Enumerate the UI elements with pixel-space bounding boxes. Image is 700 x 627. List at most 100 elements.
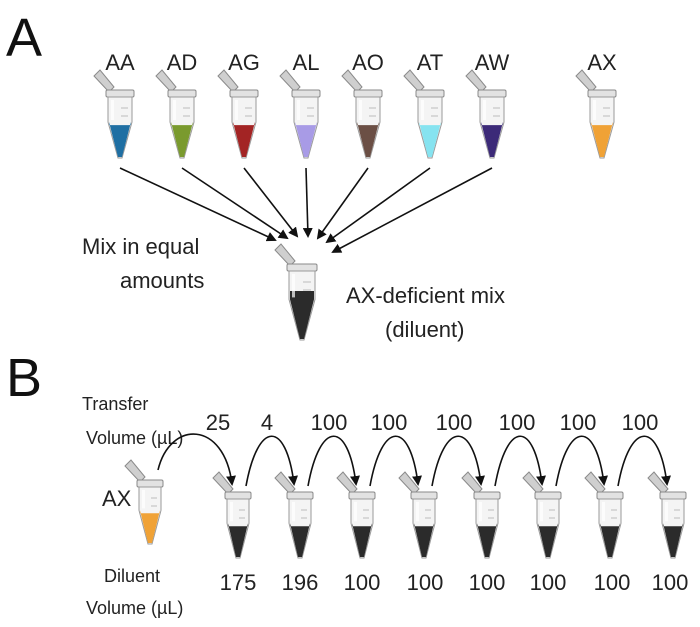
- tube-highlight: [297, 100, 300, 121]
- dilution-tube-2: [274, 471, 314, 559]
- tube-highlight: [421, 100, 424, 121]
- tube-rim: [348, 491, 376, 500]
- tube-rim: [167, 89, 197, 98]
- tube-highlight: [665, 502, 668, 522]
- panel-b-source-tube: [124, 459, 164, 545]
- mix-arrow: [181, 167, 289, 240]
- diluent-volume-value: 100: [469, 570, 506, 595]
- tube-label-aa: AA: [105, 50, 135, 75]
- tube-highlight: [235, 100, 238, 121]
- diluent-volume-value: 100: [652, 570, 689, 595]
- tube-liquid: [290, 523, 310, 557]
- tube-rim: [229, 89, 259, 98]
- tube-highlight: [602, 502, 605, 522]
- tube-rim: [587, 89, 617, 98]
- tube-liquid: [140, 510, 160, 543]
- tube-liquid: [477, 523, 497, 557]
- tube-liquid: [109, 122, 131, 157]
- mix-arrow: [302, 167, 313, 238]
- result-label-line1: AX-deficient mix: [346, 283, 505, 308]
- panel-b-transfer-arrows: [157, 433, 671, 487]
- transfer-arrow: [431, 435, 485, 487]
- tube-rim: [353, 89, 383, 98]
- dilution-tube-1: [212, 471, 252, 559]
- transfer-volume-label-line1: Transfer: [82, 394, 148, 414]
- transfer-volume-value: 4: [261, 410, 273, 435]
- tube-highlight: [593, 100, 596, 121]
- tube-lid: [647, 471, 669, 495]
- tube-lid: [465, 69, 487, 93]
- tube-liquid: [414, 523, 434, 557]
- tube-rim: [596, 491, 624, 500]
- transfer-arrow: [157, 433, 236, 486]
- mix-instruction-line2: amounts: [120, 268, 204, 293]
- panel-a-letter: A: [6, 8, 42, 68]
- transfer-arrow: [555, 435, 608, 487]
- tube-label-at: AT: [417, 50, 443, 75]
- transfer-arrow: [369, 435, 422, 487]
- diluent-volume-label-line2: Volume (µL): [86, 598, 183, 618]
- mix-arrow: [119, 167, 277, 242]
- mix-arrow: [243, 167, 299, 238]
- tube-rim: [534, 491, 562, 500]
- tube-rim: [136, 479, 164, 488]
- diluent-volume-value: 100: [594, 570, 631, 595]
- dilution-tube-4: [398, 471, 438, 559]
- tube-rim: [224, 491, 252, 500]
- panel-a-mix-arrows: [119, 167, 493, 253]
- tube-liquid: [481, 122, 503, 157]
- tube-liquid: [663, 523, 683, 557]
- tube-lid: [279, 69, 301, 93]
- mix-arrow: [325, 167, 431, 244]
- tube-liquid: [357, 122, 379, 157]
- tube-highlight: [111, 100, 114, 121]
- tube-liquid: [295, 122, 317, 157]
- tube-highlight: [292, 502, 295, 522]
- tube-lid: [522, 471, 544, 495]
- tube-highlight: [292, 274, 295, 298]
- tube-aw: [465, 69, 507, 159]
- tube-ad: [155, 69, 197, 159]
- transfer-arrow: [617, 435, 671, 487]
- tube-ag: [217, 69, 259, 159]
- tube-lid: [584, 471, 606, 495]
- tube-rim: [105, 89, 135, 98]
- tube-liquid: [419, 122, 441, 157]
- tube-rim: [410, 491, 438, 500]
- tube-lid: [212, 471, 234, 495]
- diluent-volume-value: 100: [530, 570, 567, 595]
- transfer-volume-value: 100: [311, 410, 348, 435]
- tube-rim: [291, 89, 321, 98]
- tube-lid: [461, 471, 483, 495]
- tube-lid: [274, 243, 296, 267]
- tube-lid: [93, 69, 115, 93]
- tube-lid: [341, 69, 363, 93]
- tube-lid: [575, 69, 597, 93]
- diluent-volume-value: 100: [407, 570, 444, 595]
- diluent-mix-tube: [274, 243, 318, 341]
- tube-highlight: [142, 490, 145, 509]
- transfer-arrow: [307, 435, 360, 487]
- transfer-volume-value: 100: [622, 410, 659, 435]
- tube-rim: [415, 89, 445, 98]
- tube-rim: [286, 263, 318, 272]
- tube-liquid: [171, 122, 193, 157]
- tube-liquid: [538, 523, 558, 557]
- tube-highlight: [540, 502, 543, 522]
- tube-label-ax: AX: [587, 50, 617, 75]
- panel-a-result-tube: [274, 243, 318, 341]
- dilution-tube-5: [461, 471, 501, 559]
- transfer-volume-value: 25: [206, 410, 230, 435]
- tube-liquid: [352, 523, 372, 557]
- tube-lid: [336, 471, 358, 495]
- tube-label-ag: AG: [228, 50, 260, 75]
- transfer-volume-value: 100: [560, 410, 597, 435]
- transfer-volume-label-line2: Volume (µL): [86, 428, 183, 448]
- tube-highlight: [354, 502, 357, 522]
- ax-source-tube: [124, 459, 164, 545]
- tube-lid: [124, 459, 146, 483]
